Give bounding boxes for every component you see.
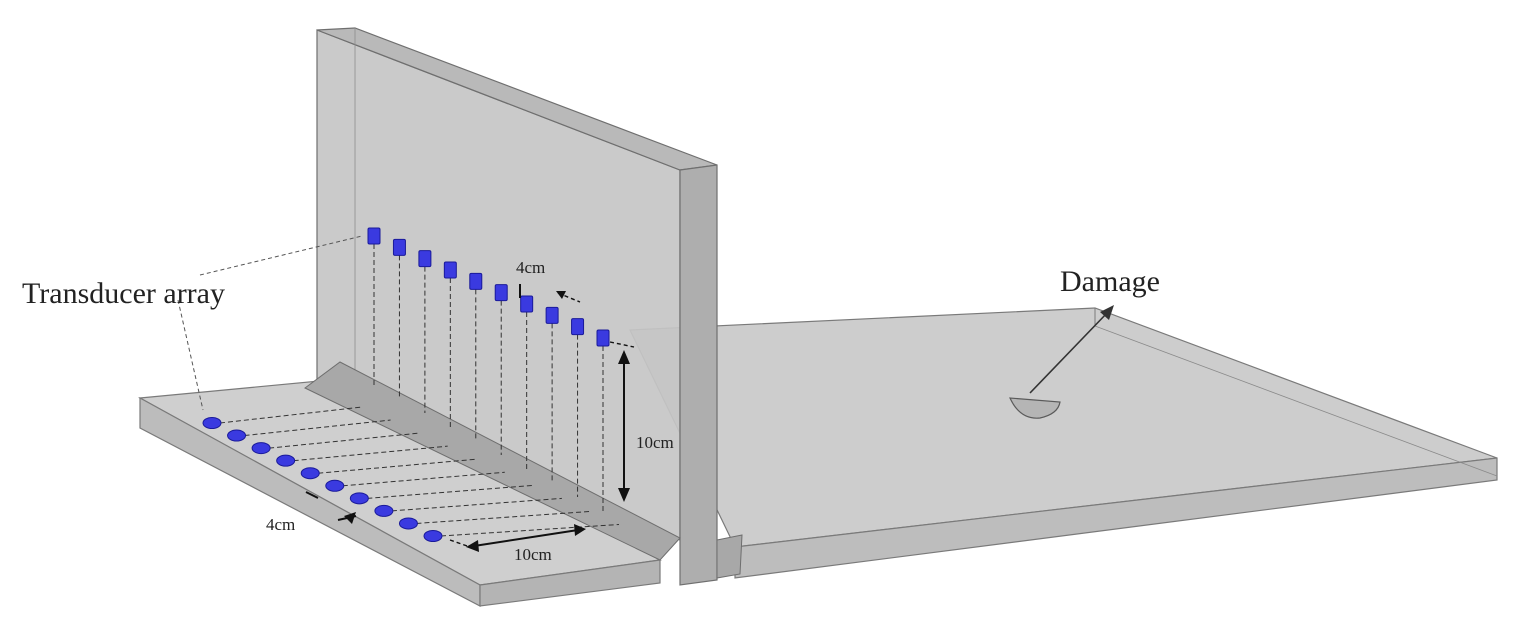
flange-grid-line — [391, 497, 562, 512]
web-front-face — [679, 164, 718, 586]
transducer-horizontal — [325, 479, 345, 492]
weld-left — [304, 361, 681, 561]
transducer-horizontal — [202, 417, 222, 429]
transducer-vertical — [469, 272, 483, 290]
left-flange-front-face — [479, 559, 661, 607]
transducer-array-label: Transducer array — [22, 277, 225, 310]
callout-leaders — [177, 235, 1114, 411]
transducer-vertical — [367, 227, 381, 245]
transducer-vertical — [494, 284, 508, 302]
transducer-horizontal — [374, 504, 394, 517]
dim-horizontal-length-label: 10cm — [514, 545, 552, 564]
flange-grid-line — [342, 471, 505, 487]
transducer-horizontal — [349, 492, 369, 505]
transducer-horizontal — [276, 454, 296, 467]
transducer-vertical — [443, 261, 457, 279]
flange-grid-line — [318, 458, 477, 474]
flange-grid-line — [244, 419, 391, 437]
flange-grid-line — [293, 445, 448, 462]
transducer-horizontal — [227, 429, 247, 442]
left-flange-plate — [138, 379, 662, 607]
dim-h-length-line — [473, 529, 579, 547]
dim-v-height-arrow-bottom — [618, 488, 630, 502]
dim-h-spacing-tick-a — [305, 491, 319, 499]
dim-h-length-arrow-right — [574, 524, 586, 536]
transducer-horizontal — [423, 530, 443, 542]
transducer-vertical — [418, 250, 432, 268]
flange-grid-line — [416, 510, 591, 524]
damage-label: Damage — [1060, 265, 1160, 298]
flange-grid-line — [367, 484, 534, 499]
vertical-transducer-array — [367, 227, 610, 347]
dim-v-height-arrow-top — [618, 350, 630, 364]
weld-fillet — [304, 361, 743, 579]
dim-vertical-spacing-label: 4cm — [516, 258, 545, 277]
transducer-horizontal — [251, 442, 271, 455]
dim-h-spacing-arrowhead — [344, 512, 356, 524]
transducer-vertical — [596, 329, 610, 347]
dim-v-spacing-arrowhead — [556, 291, 566, 299]
dim-horizontal-spacing-label: 4cm — [266, 515, 295, 534]
weld-right — [716, 534, 743, 579]
dim-h-length-extension — [449, 539, 471, 548]
base-plate — [629, 307, 1498, 579]
horizontal-transducer-array — [202, 417, 443, 542]
transducer-grid-lines — [219, 244, 620, 537]
transducer-vertical — [520, 295, 534, 313]
damage-arrowhead — [1100, 305, 1114, 320]
flange-grid-line — [440, 524, 620, 537]
transducer-vertical — [545, 306, 559, 324]
transducer-vertical — [571, 318, 585, 336]
damage-leader — [1029, 311, 1109, 394]
flange-grid-line — [269, 432, 420, 449]
transducer-leader-lower — [177, 299, 204, 411]
dimension-markers — [305, 284, 635, 552]
damage-notch — [1009, 397, 1061, 419]
dim-h-length-arrow-left — [466, 540, 479, 552]
transducer-vertical — [392, 238, 406, 256]
transducer-horizontal — [398, 517, 418, 530]
dim-vertical-height-label: 10cm — [636, 433, 674, 452]
transducer-horizontal — [300, 467, 320, 480]
